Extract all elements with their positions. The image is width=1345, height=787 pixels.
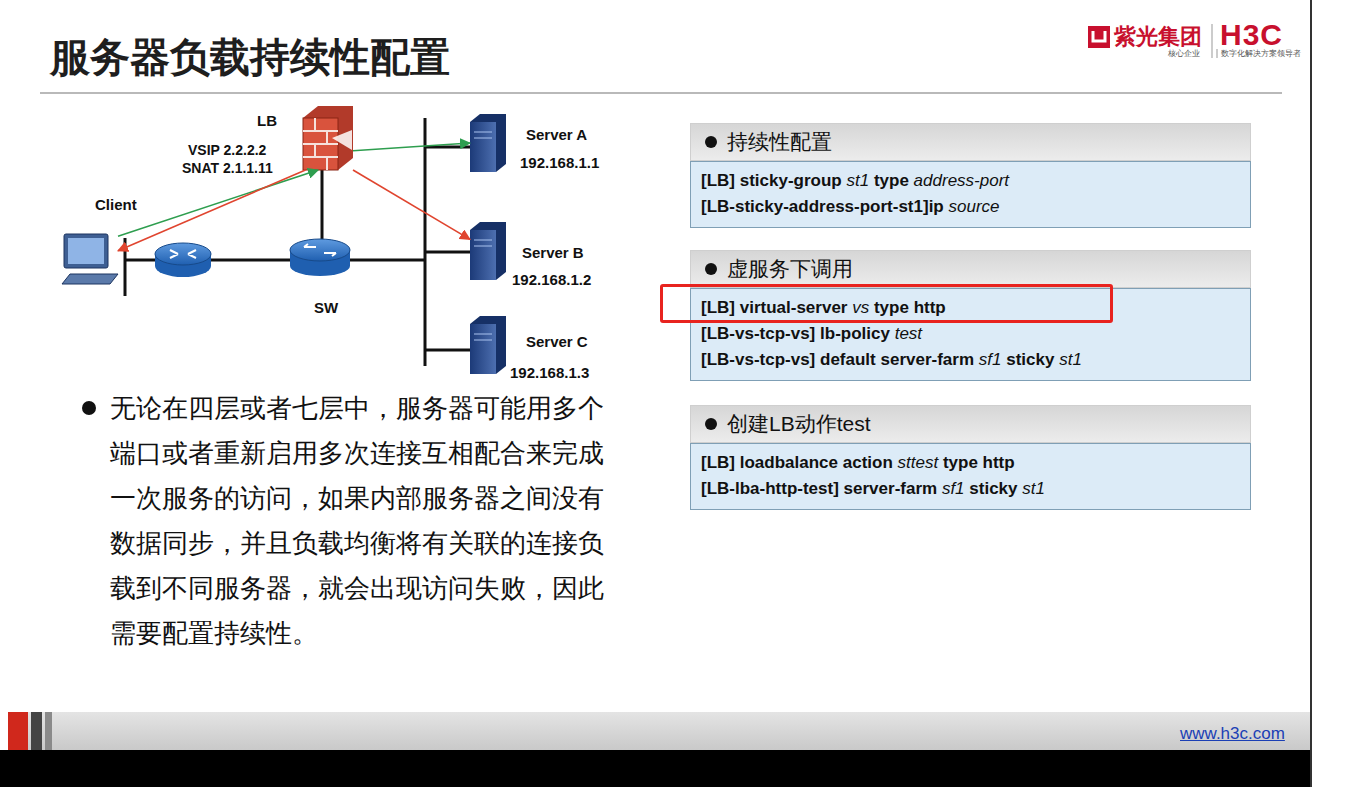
config-panel: 持续性配置 [LB] sticky-group st1 type address-… <box>690 123 1251 228</box>
bullet <box>705 418 717 430</box>
panel-body: [LB] virtual-server vs type http[LB-vs-t… <box>690 288 1251 381</box>
footer-bar <box>8 712 1311 750</box>
device-label: Server C <box>526 333 588 350</box>
footer-accent <box>8 712 28 750</box>
title-rule <box>40 92 1282 94</box>
config-panel: 虚服务下调用[LB] virtual-server vs type http[L… <box>690 250 1251 381</box>
device-label: Server A <box>526 126 587 143</box>
body-paragraph: 无论在四层或者七层中，服务器可能用多个端口或者重新启用多次连接互相配合来完成一次… <box>110 386 615 656</box>
bullet <box>705 263 717 275</box>
config-command: [LB-vs-tcp-vs] lb-policy test <box>701 321 1240 347</box>
panel-header: 虚服务下调用 <box>690 250 1251 288</box>
bottom-band <box>0 750 1311 787</box>
traffic-arrow <box>118 170 306 251</box>
logo-text: 紫光集团 <box>1114 22 1202 52</box>
server-icon <box>470 222 506 280</box>
ip-address: 192.168.1.2 <box>512 271 591 288</box>
server: Server A192.168.1.1 <box>470 114 506 172</box>
router-icon <box>155 243 211 277</box>
client-pc: Client <box>62 232 118 284</box>
server-icon <box>470 316 506 374</box>
ip-address: 192.168.1.1 <box>520 154 599 171</box>
traffic-arrow <box>353 170 470 239</box>
logo-icon <box>1088 26 1110 48</box>
device-label: SW <box>314 299 338 316</box>
device-label: Client <box>95 196 137 213</box>
panel-heading: 创建LB动作test <box>727 410 871 438</box>
config-command: [LB-lba-http-test] server-farm sf1 stick… <box>701 476 1240 502</box>
logo-separator <box>1217 49 1218 58</box>
firewall-icon <box>303 106 353 170</box>
snat-address: SNAT 2.1.1.11 <box>182 160 273 176</box>
server: Server C192.168.1.3 <box>470 316 506 374</box>
bullet <box>705 136 717 148</box>
footer-url: www.h3c.com <box>1180 724 1285 744</box>
vip-address: VSIP 2.2.2.2 <box>188 142 266 158</box>
config-command: [LB] loadbalance action sttest type http <box>701 450 1240 476</box>
logo-text: H3C <box>1220 18 1283 52</box>
config-command: [LB] virtual-server vs type http <box>701 295 1240 321</box>
server: Server B192.168.1.2 <box>470 222 506 280</box>
panel-header: 创建LB动作test <box>690 405 1251 443</box>
logo-slogan: 数字化解决方案领导者 <box>1221 48 1301 59</box>
traffic-arrow <box>118 170 318 236</box>
panel-header: 持续性配置 <box>690 123 1251 161</box>
ip-address: 192.168.1.3 <box>510 364 589 381</box>
config-command: [LB-sticky-address-port-st1]ip source <box>701 194 1240 220</box>
config-command: [LB-vs-tcp-vs] default server-farm sf1 s… <box>701 347 1240 373</box>
footer-accent <box>45 712 52 750</box>
device-label: LB <box>257 112 277 129</box>
panel-heading: 虚服务下调用 <box>727 255 853 283</box>
panel-body: [LB] loadbalance action sttest type http… <box>690 443 1251 510</box>
server-icon <box>470 114 506 172</box>
switch: SW <box>290 239 350 276</box>
logo-separator <box>1212 24 1213 58</box>
device-label: Server B <box>522 244 584 261</box>
switch-icon <box>290 239 350 276</box>
slide-title: 服务器负载持续性配置 <box>50 30 450 85</box>
bullet <box>82 401 96 415</box>
panel-heading: 持续性配置 <box>727 128 832 156</box>
screen-edge <box>1310 0 1312 787</box>
logo-slogan: 核心企业 <box>1168 48 1200 59</box>
load-balancer: LB <box>303 106 353 170</box>
footer-accent <box>31 712 42 750</box>
panel-body: [LB] sticky-group st1 type address-port[… <box>690 161 1251 228</box>
config-command: [LB] sticky-group st1 type address-port <box>701 168 1240 194</box>
traffic-arrow <box>353 143 470 151</box>
config-panel: 创建LB动作test [LB] loadbalance action sttest… <box>690 405 1251 510</box>
client-pc-icon <box>62 234 118 284</box>
network-wires <box>125 118 470 366</box>
